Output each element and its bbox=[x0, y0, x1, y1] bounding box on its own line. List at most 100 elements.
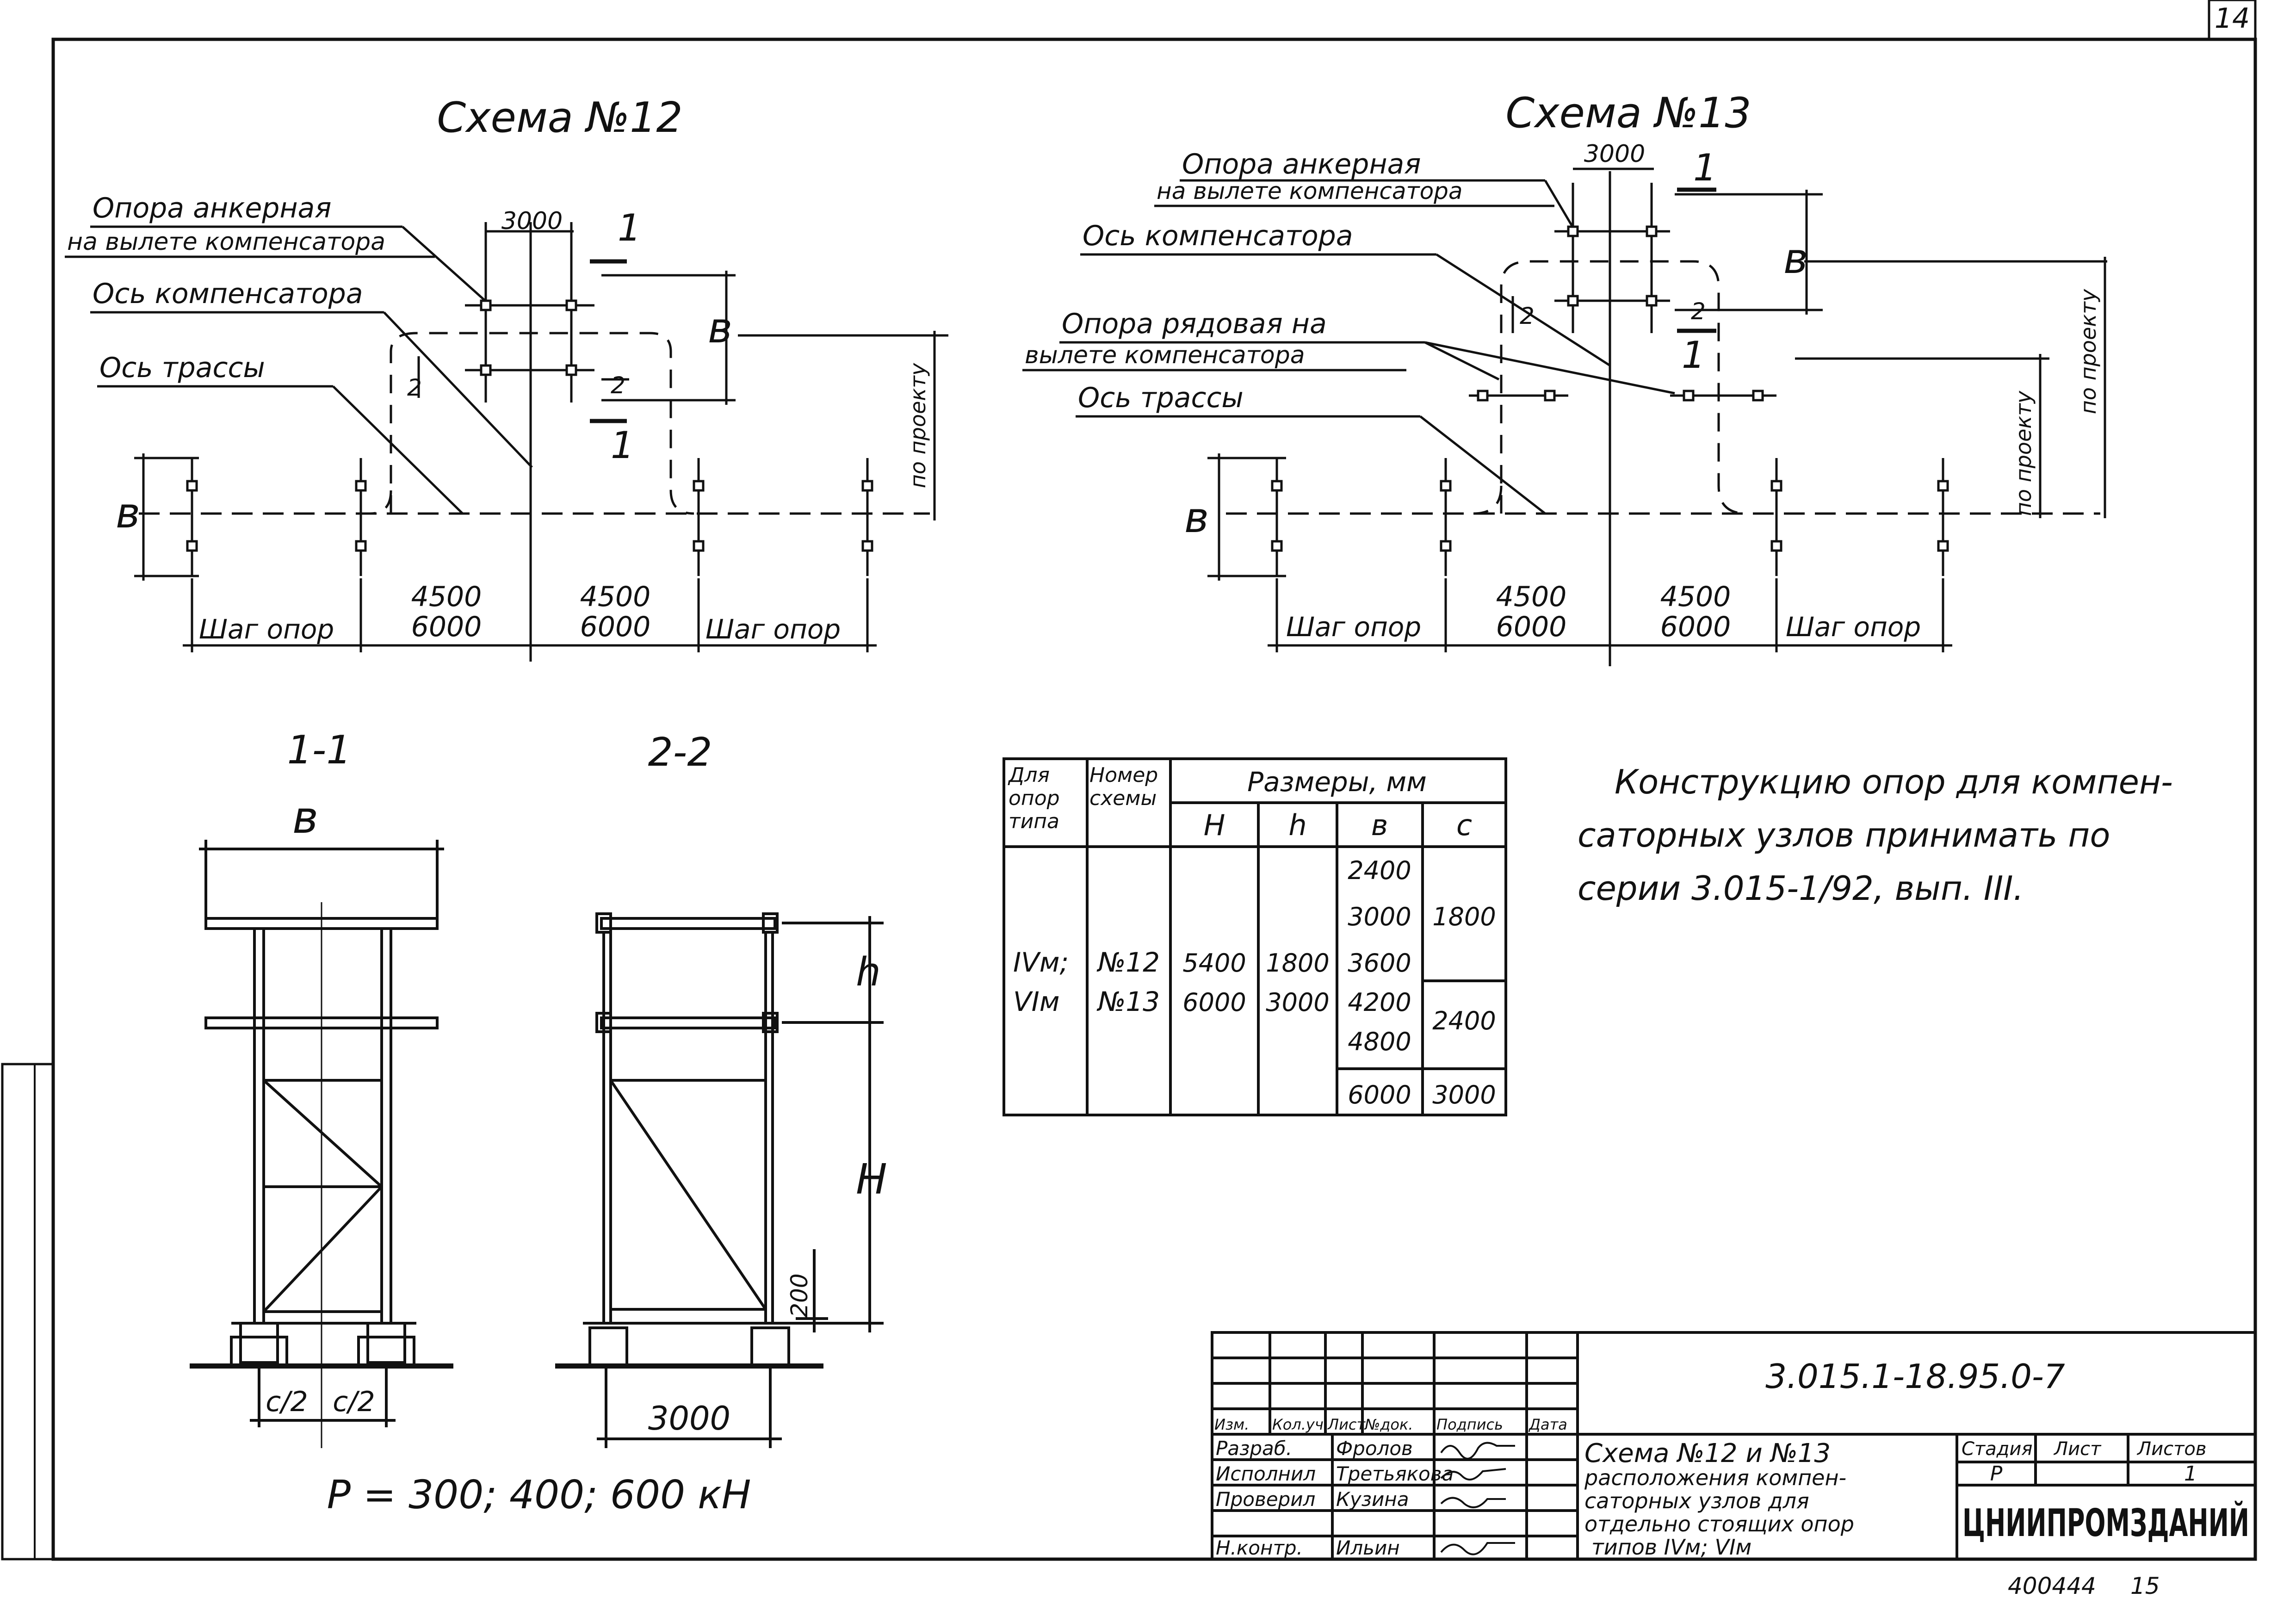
scheme-13-dim-4500-l: 4500 bbox=[1496, 581, 1567, 613]
scheme-13-dim-3000: 3000 bbox=[1584, 140, 1645, 168]
section-2-2-dim-H: Н bbox=[856, 1155, 887, 1204]
scheme-12-step-right: Шаг опор bbox=[706, 613, 841, 645]
stamp-col-sign: Подпись bbox=[1436, 1416, 1503, 1433]
scheme-13-comp-axis-label: Ось компенсатора bbox=[1083, 220, 1353, 252]
section-2-2-dim-3000: 3000 bbox=[648, 1400, 730, 1437]
scheme-13-dim-b-left: в bbox=[1184, 494, 1209, 542]
scheme-12-dim-b-right: в bbox=[708, 304, 732, 353]
scheme-12-dim-4500-r: 4500 bbox=[580, 581, 651, 613]
scheme-13-dim-6000-l: 6000 bbox=[1496, 611, 1567, 643]
stamp-name-ilyin: Ильин bbox=[1336, 1536, 1400, 1559]
scheme-12-anchor-label-1: Опора анкерная bbox=[93, 192, 331, 224]
scheme-12-comp-axis-label: Ось компенсатора bbox=[93, 278, 363, 310]
note-line-1: Конструкцию опор для компен- bbox=[1615, 762, 2173, 801]
scheme-12-anchor-label-2: на вылете компенсатора bbox=[67, 228, 385, 256]
stamp-name-kuzina: Кузина bbox=[1336, 1488, 1409, 1511]
table-b-4200: 4200 bbox=[1348, 988, 1411, 1017]
scheme-13-dim-b-right: в bbox=[1783, 235, 1808, 283]
stamp-col-doc: №док. bbox=[1364, 1416, 1413, 1433]
scheme-13-dim-4500-r: 4500 bbox=[1660, 581, 1731, 613]
stamp-col-list: Лист bbox=[1327, 1416, 1366, 1433]
note-line-2: саторных узлов принимать по bbox=[1578, 816, 2110, 855]
stamp-code: 3.015.1-18.95.0-7 bbox=[1765, 1357, 2065, 1396]
stamp-title-1: Схема №12 и №13 bbox=[1584, 1438, 1831, 1468]
scheme-13-row-label-1: Опора рядовая на bbox=[1062, 308, 1327, 340]
sheet-number: 14 bbox=[2215, 2, 2250, 35]
scheme-13-sec-1-top: 1 bbox=[1693, 146, 1717, 189]
section-1-1: 1-1 в с bbox=[190, 727, 453, 1448]
table-b-2400: 2400 bbox=[1348, 856, 1411, 885]
title-block: 3.015.1-18.95.0-7 Изм. Кол.уч. Лист №док… bbox=[1211, 1331, 2257, 1561]
signatures bbox=[1440, 1442, 1515, 1555]
table-col-h: h bbox=[1288, 808, 1306, 842]
section-1-1-c2-right: с/2 bbox=[333, 1386, 375, 1418]
table-b-6000: 6000 bbox=[1348, 1080, 1411, 1109]
scheme-12-dim-4500-l: 4500 bbox=[411, 581, 482, 613]
section-2-2-dim-h: h bbox=[856, 949, 881, 995]
stamp-title-2: расположения компен- bbox=[1584, 1465, 1846, 1490]
section-1-1-dim-b: в bbox=[292, 793, 318, 843]
table-H-6000: 6000 bbox=[1182, 988, 1246, 1017]
stamp-org: ЦНИИПРОМЗДАНИЙ bbox=[1962, 1501, 2249, 1545]
table-b-3600: 3600 bbox=[1348, 948, 1411, 978]
stamp-role-proveril: Проверил bbox=[1216, 1488, 1315, 1511]
section-1-1-c2-left: с/2 bbox=[266, 1386, 308, 1418]
sheet-number-box bbox=[2208, 0, 2257, 41]
stamp-stage-header: Стадия bbox=[1962, 1438, 2032, 1460]
stamp-title-4: отдельно стоящих опор bbox=[1584, 1511, 1854, 1536]
table-col-H: H bbox=[1204, 808, 1225, 842]
sizes-table: Для опор типа Номер схемы Размеры, мм H … bbox=[1003, 757, 1507, 1116]
stamp-col-izm: Изм. bbox=[1214, 1416, 1249, 1433]
table-h-1800: 1800 bbox=[1266, 948, 1329, 978]
scheme-12-dim-6000-r: 6000 bbox=[580, 611, 651, 643]
table-c-2400: 2400 bbox=[1432, 1006, 1496, 1035]
stamp-stage: Р bbox=[1990, 1462, 2003, 1486]
note-line-3: серии 3.015-1/92, вып. III. bbox=[1578, 869, 2024, 908]
scheme-13-dim-project-2: по проекту bbox=[2011, 390, 2036, 516]
scheme-13-sec-2-right: 2 bbox=[1691, 298, 1706, 325]
scheme-13-title: Схема №13 bbox=[1505, 89, 1751, 137]
table-c-3000: 3000 bbox=[1432, 1080, 1496, 1109]
scheme-12-dim-project: по проекту bbox=[905, 363, 930, 488]
scheme-12: Схема №12 Опора анкерная на вылете компе… bbox=[65, 93, 948, 662]
stamp-col-kol: Кол.уч. bbox=[1272, 1416, 1328, 1433]
table-header-type-1: Для bbox=[1008, 763, 1050, 787]
stamp-sheets-total: 1 bbox=[2184, 1462, 2197, 1486]
scheme-13-route-axis-label: Ось трассы bbox=[1078, 382, 1244, 414]
section-2-2: 2-2 bbox=[555, 730, 887, 1448]
stamp-role-nkontr: Н.контр. bbox=[1216, 1536, 1303, 1559]
scheme-13-dim-project-1: по проекту bbox=[2076, 289, 2101, 414]
stamp-name-tretyakova: Третьякова bbox=[1336, 1462, 1454, 1485]
loads-label: P = 300; 400; 600 кН bbox=[327, 1472, 751, 1518]
scheme-12-sec-1-top: 1 bbox=[618, 206, 641, 249]
section-1-1-title: 1-1 bbox=[287, 727, 352, 773]
scheme-13-sec-1-bottom: 1 bbox=[1682, 334, 1705, 377]
table-header-type-2: опор bbox=[1009, 787, 1060, 810]
table-header-type-3: типа bbox=[1009, 810, 1059, 833]
construction-note: Конструкцию опор для компен- саторных уз… bbox=[1578, 762, 2173, 908]
scheme-12-step-left: Шаг опор bbox=[199, 613, 334, 645]
bottom-code: 400444 bbox=[2008, 1573, 2096, 1599]
table-H-5400: 5400 bbox=[1182, 948, 1246, 978]
stamp-sheet-header: Лист bbox=[2053, 1438, 2102, 1460]
stamp-title-5: типов IVм; VIм bbox=[1591, 1535, 1751, 1560]
table-header-scheme-2: схемы bbox=[1089, 787, 1157, 810]
scheme-13-dim-6000-r: 6000 bbox=[1660, 611, 1731, 643]
scheme-13-sec-2-left: 2 bbox=[1520, 303, 1535, 329]
section-2-2-title: 2-2 bbox=[648, 730, 712, 775]
stamp-sheets-header: Листов bbox=[2136, 1438, 2206, 1460]
bottom-number: 15 bbox=[2130, 1573, 2160, 1599]
stamp-name-frolov: Фролов bbox=[1336, 1437, 1413, 1460]
scheme-12-sec-2-right: 2 bbox=[611, 372, 625, 399]
stamp-role-ispolnil: Исполнил bbox=[1216, 1462, 1316, 1485]
margin-strip bbox=[1, 1063, 55, 1561]
sheet-frame bbox=[51, 37, 2257, 1561]
table-h-3000: 3000 bbox=[1266, 988, 1329, 1017]
scheme-13-step-left: Шаг опор bbox=[1286, 611, 1421, 643]
table-b-4800: 4800 bbox=[1348, 1027, 1411, 1056]
table-col-c: с bbox=[1456, 808, 1472, 842]
scheme-12-title: Схема №12 bbox=[437, 93, 682, 142]
table-c-1800: 1800 bbox=[1432, 902, 1496, 931]
scheme-12-sec-1-bottom: 1 bbox=[611, 424, 634, 467]
